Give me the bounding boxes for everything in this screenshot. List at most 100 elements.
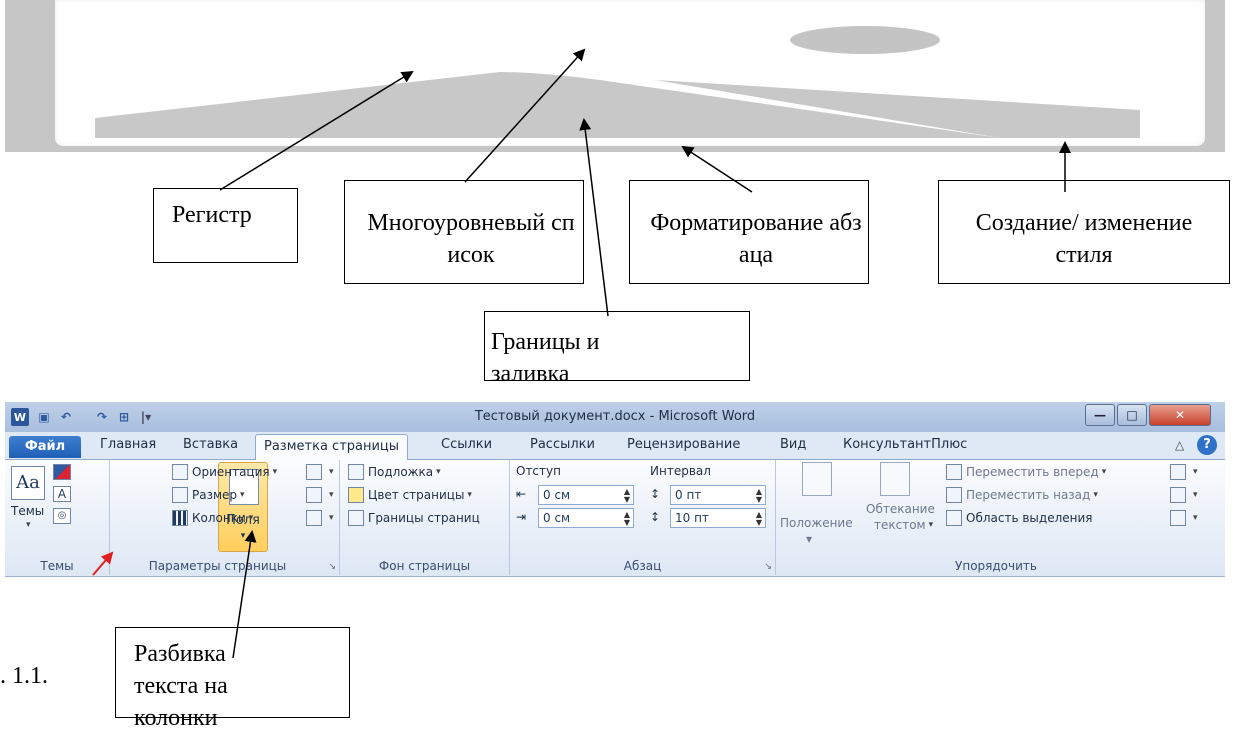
tab-consultant-plus[interactable]: КонсультантПлюс (843, 437, 968, 452)
page-color-icon (348, 487, 364, 503)
selection-pane-icon (946, 510, 962, 526)
spacing-before-value: 0 пт (675, 488, 702, 502)
group-themes: Aa Темы ▾ A ◎ Темы (5, 460, 110, 575)
figure-caption: . 1.1. (0, 663, 48, 689)
group-page-background: Подложка▾ Цвет страницы▾ Границы страниц… (340, 460, 510, 575)
callout-borders-text: Границы и заливка (491, 329, 600, 387)
tab-view[interactable]: Вид (780, 437, 807, 452)
columns-icon (172, 510, 188, 526)
help-icon[interactable]: ? (1197, 435, 1217, 455)
indent-left-icon: ⇤ (516, 487, 527, 501)
size-button[interactable]: Размер▾ (172, 487, 245, 503)
indent-right-value: 0 см (543, 511, 571, 525)
spacing-title: Интервал (650, 464, 711, 478)
group-page-setup-label: Параметры страницы (148, 559, 287, 573)
rotate-button[interactable]: ▾ (1170, 510, 1198, 526)
group-objects-icon (1170, 487, 1186, 503)
blurred-shape-right (655, 80, 1140, 138)
tab-home[interactable]: Главная (100, 437, 157, 452)
tab-mailings[interactable]: Рассылки (530, 437, 595, 452)
columns-button[interactable]: Колонки▾ (172, 510, 253, 526)
watermark-button[interactable]: Подложка▾ (348, 464, 441, 480)
theme-fonts-icon[interactable]: A (53, 486, 71, 502)
breaks-button[interactable]: ▾ (306, 464, 334, 480)
quick-print-icon[interactable]: ⊞ (118, 410, 130, 424)
page-color-label: Цвет страницы (368, 488, 465, 502)
maximize-button[interactable]: □ (1117, 404, 1147, 426)
themes-dropdown-icon[interactable]: ▾ (26, 520, 31, 530)
word-logo-icon: W (11, 408, 29, 426)
selection-pane-label: Область выделения (966, 511, 1093, 525)
position-dropdown-icon[interactable]: ▾ (806, 532, 813, 546)
margins-dropdown-icon: ▾ (240, 531, 246, 541)
position-button[interactable]: Положение (780, 516, 853, 530)
rotate-icon (1170, 510, 1186, 526)
bring-forward-icon (946, 464, 962, 480)
callout-register-text: Регистр (172, 202, 252, 228)
indent-right-icon: ⇥ (516, 510, 527, 524)
wrap-text-icon[interactable] (880, 462, 910, 496)
group-themes-label: Темы (40, 559, 74, 573)
wrap-text-button-line1[interactable]: Обтекание (866, 502, 935, 516)
indent-right-field[interactable]: 0 см▲▼ (538, 508, 634, 528)
minimize-button[interactable]: — (1085, 404, 1115, 426)
indent-left-field[interactable]: 0 см▲▼ (538, 485, 634, 505)
word-window: W ▣ ↶ ↷ ⊞ |▾ Тестовый документ.docx - Mi… (5, 402, 1225, 577)
size-label: Размер (192, 488, 238, 502)
callout-paragraph-text: Форматирование абзаца (650, 210, 862, 268)
theme-effects-icon[interactable]: ◎ (53, 508, 71, 524)
orientation-icon (172, 464, 188, 480)
orientation-label: Ориентация (192, 465, 270, 479)
theme-colors-icon[interactable] (53, 464, 71, 480)
orientation-button[interactable]: Ориентация▾ (172, 464, 277, 480)
spacing-before-field[interactable]: 0 пт▲▼ (670, 485, 766, 505)
columns-label: Колонки (192, 511, 246, 525)
wrap-text-button-line2[interactable]: текстом▾ (874, 518, 934, 532)
bring-forward-button[interactable]: Переместить вперед▾ (946, 464, 1106, 480)
indent-left-value: 0 см (543, 488, 571, 502)
position-icon[interactable] (802, 462, 832, 496)
send-backward-button[interactable]: Переместить назад▾ (946, 487, 1098, 503)
watermark-label: Подложка (368, 465, 434, 479)
callout-columns-text: Разбивка текста на колонки (134, 641, 228, 731)
tab-insert[interactable]: Вставка (183, 437, 239, 452)
close-button[interactable]: ✕ (1149, 404, 1211, 426)
group-arrange-label: Упорядочить (955, 559, 1037, 573)
redo-icon[interactable]: ↷ (96, 410, 108, 424)
spacing-before-icon: ↕ (650, 487, 661, 501)
callout-borders-fill: Границы и заливка (484, 311, 750, 387)
collapse-ribbon-icon[interactable]: △ (1175, 438, 1185, 452)
page-borders-button[interactable]: Границы страниц (348, 510, 480, 526)
tab-references[interactable]: Ссылки (441, 437, 493, 452)
line-numbers-button[interactable]: ▾ (306, 487, 334, 503)
tab-file[interactable]: Файл (9, 436, 81, 458)
margins-icon (229, 469, 259, 505)
page-borders-label: Границы страниц (368, 511, 480, 525)
group-page-setup: Поля ▾ Ориентация▾ Размер▾ Колонки▾ ▾ ▾ … (110, 460, 340, 575)
themes-icon[interactable]: Aa (11, 466, 45, 500)
tab-page-layout[interactable]: Разметка страницы (255, 434, 409, 461)
align-button[interactable]: ▾ (1170, 464, 1198, 480)
ribbon-tabs: Файл Главная Вставка Разметка страницы С… (5, 432, 1225, 461)
save-icon[interactable]: ▣ (38, 410, 50, 424)
spacing-after-field[interactable]: 10 пт▲▼ (670, 508, 766, 528)
callout-columns: Разбивка текста на колонки (115, 627, 350, 731)
customize-qat-icon[interactable]: |▾ (140, 410, 152, 424)
breaks-icon (306, 464, 322, 480)
page-setup-dialog-launcher-icon[interactable]: ↘ (328, 562, 336, 572)
hyphenation-button[interactable]: ▾ (306, 510, 334, 526)
themes-button[interactable]: Темы (11, 504, 44, 518)
selection-pane-button[interactable]: Область выделения (946, 510, 1093, 526)
align-icon (1170, 464, 1186, 480)
group-objects-button[interactable]: ▾ (1170, 487, 1198, 503)
page-color-button[interactable]: Цвет страницы▾ (348, 487, 472, 503)
undo-icon[interactable]: ↶ (60, 410, 72, 424)
tab-review[interactable]: Рецензирование (627, 437, 741, 452)
hyphenation-icon (306, 510, 322, 526)
callout-paragraph-format: Форматирование абзаца (629, 180, 869, 284)
watermark-icon (348, 464, 364, 480)
window-title: Тестовый документ.docx - Microsoft Word (474, 409, 756, 424)
indent-title: Отступ (516, 464, 561, 478)
paragraph-dialog-launcher-icon[interactable]: ↘ (764, 562, 772, 572)
spacing-after-value: 10 пт (675, 511, 709, 525)
